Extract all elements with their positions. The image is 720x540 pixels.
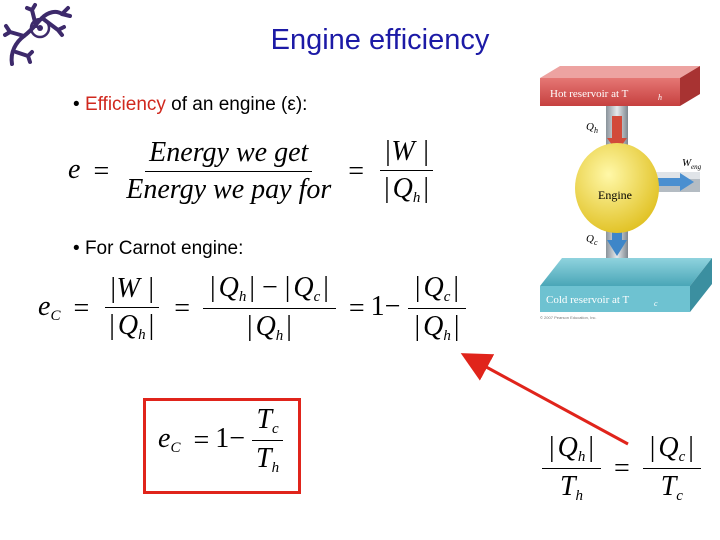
gecko-logo <box>3 3 72 66</box>
carnot-temperature-equation: eC =1− Tc Th <box>158 404 283 477</box>
svg-text:eng: eng <box>691 163 702 171</box>
slide-title: Engine efficiency <box>270 24 490 56</box>
cold-reservoir <box>540 258 712 286</box>
svg-text:h: h <box>594 126 598 135</box>
heat-engine-diagram: Hot reservoir at T h Q h Q c W eng Engin… <box>540 66 712 320</box>
svg-text:c: c <box>594 238 598 247</box>
energy-denominator: Energy we pay for <box>126 174 332 205</box>
carnot-fraction-2: |Qh| − |Qc| |Qh| <box>203 272 336 345</box>
hot-reservoir <box>540 66 700 78</box>
efficiency-equation: e = Energy we get Energy we pay for = |W… <box>68 136 436 207</box>
eq2-lhs: e <box>38 290 51 322</box>
work-denominator: |Qh| <box>384 173 430 206</box>
eq1-equals-2: = <box>348 155 365 187</box>
heat-in-arrow <box>607 116 627 152</box>
svg-text:c: c <box>654 299 658 308</box>
work-numerator: |W | <box>379 136 434 171</box>
energy-fraction: Energy we get Energy we pay for <box>122 137 335 206</box>
hot-reservoir-label: Hot reservoir at T <box>550 88 629 100</box>
work-fraction: |W | |Qh| <box>377 136 436 207</box>
eq1-lhs: e <box>68 153 81 185</box>
svg-text:h: h <box>658 93 662 102</box>
copyright-credit: © 2007 Pearson Education, Inc. <box>540 315 597 320</box>
bullet-marker: • <box>73 238 80 259</box>
efficiency-term: Efficiency <box>84 94 166 115</box>
heat-temperature-ratio-equation: |Qh| Th = |Qc| Tc <box>542 432 701 505</box>
carnot-fraction-1: |W | |Qh| <box>102 273 161 344</box>
bullet-text: of an engine (ε): <box>165 94 308 115</box>
carnot-equation: eC = |W | |Qh| = |Qh| − |Qc| |Qh| =1− |Q… <box>38 272 466 345</box>
bullet-carnot: • For Carnot engine: <box>73 238 243 260</box>
bullet-efficiency: • Efficiency of an engine (ε): <box>73 94 307 116</box>
svg-text:W: W <box>682 157 692 169</box>
carnot-fraction-3: |Qc| |Qh| <box>407 272 466 345</box>
cold-reservoir-label: Cold reservoir at T <box>546 294 629 306</box>
eq1-equals: = <box>93 155 110 187</box>
work-out-arrow <box>648 173 694 191</box>
carnot-efficiency-box <box>143 398 301 494</box>
engine-body <box>575 143 659 233</box>
svg-text:Q: Q <box>586 233 594 245</box>
bullet-marker: • <box>73 94 80 115</box>
engine-label: Engine <box>598 188 632 202</box>
svg-text:Q: Q <box>586 121 594 133</box>
bullet-text: For Carnot engine: <box>84 238 244 259</box>
energy-numerator: Energy we get <box>145 137 313 172</box>
